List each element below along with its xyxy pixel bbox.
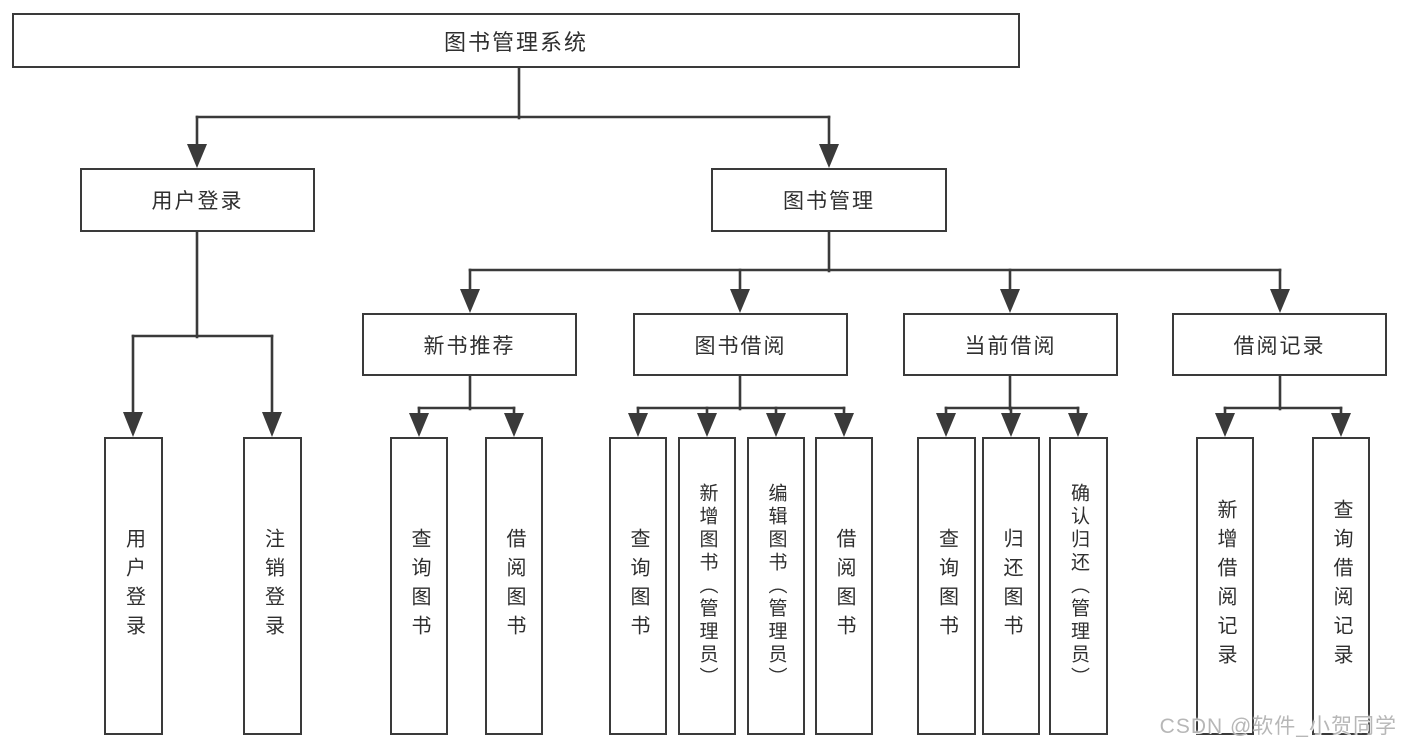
node-current-borrow: 当前借阅 <box>903 313 1118 376</box>
node-user-login: 用户登录 <box>80 168 315 232</box>
csdn-watermark: CSDN @软件_小贺同学 <box>1159 715 1397 738</box>
connector-new-books-to-children <box>409 374 524 437</box>
leaf-return-books: 归还图书 <box>982 437 1040 735</box>
leaf-add-books-admin: 新增图书（管理员） <box>678 437 736 735</box>
leaf-query-books-current: 查询图书 <box>917 437 976 735</box>
leaf-confirm-return-admin: 确认归还（管理员） <box>1049 437 1108 735</box>
leaf-user-login: 用户登录 <box>104 437 163 735</box>
leaf-logout: 注销登录 <box>243 437 302 735</box>
connector-current-borrow-to-children <box>936 374 1088 437</box>
leaf-edit-books-admin: 编辑图书（管理员） <box>747 437 805 735</box>
node-root-system: 图书管理系统 <box>12 13 1020 68</box>
connector-root-to-level2 <box>187 66 839 168</box>
leaf-query-books-recommend: 查询图书 <box>390 437 448 735</box>
node-book-borrow: 图书借阅 <box>633 313 848 376</box>
connector-book-borrow-to-children <box>628 374 854 437</box>
node-borrow-records: 借阅记录 <box>1172 313 1387 376</box>
leaf-borrow-books-recommend: 借阅图书 <box>485 437 543 735</box>
leaf-add-borrow-record: 新增借阅记录 <box>1196 437 1254 735</box>
connector-borrow-records-to-children <box>1215 374 1351 437</box>
connector-book-mgmt-to-children <box>460 230 1290 313</box>
node-new-book-recommend: 新书推荐 <box>362 313 577 376</box>
leaf-query-borrow-record: 查询借阅记录 <box>1312 437 1370 735</box>
connector-user-login-to-children <box>123 230 282 437</box>
leaf-borrow-books: 借阅图书 <box>815 437 873 735</box>
node-book-management: 图书管理 <box>711 168 947 232</box>
leaf-query-books-borrow: 查询图书 <box>609 437 667 735</box>
